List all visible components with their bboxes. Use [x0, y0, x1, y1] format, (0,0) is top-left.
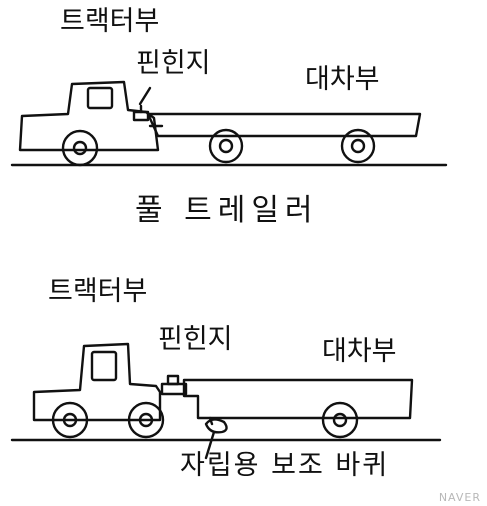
- support-wheel: [204, 418, 228, 434]
- trailer-rear-wheel: [340, 128, 376, 164]
- trailer-bed: [182, 378, 414, 420]
- tractor-front-wheel: [51, 401, 89, 439]
- trailer-front-wheel: [208, 128, 244, 164]
- pin-hinge-label: 핀힌지: [158, 324, 233, 355]
- pin-hinge-label: 핀힌지: [136, 48, 211, 79]
- figure-caption: 풀 트레일러: [135, 193, 319, 228]
- pin-hinge-post: [166, 374, 180, 386]
- watermark: NAVER: [438, 491, 481, 504]
- tractor-label: 트랙터부: [48, 276, 148, 307]
- tractor-rear-wheel: [127, 401, 165, 439]
- tractor-front-wheel: [61, 129, 99, 167]
- support-leader: [204, 430, 216, 460]
- trailer-rear-wheel: [321, 401, 359, 439]
- tractor-window: [86, 86, 114, 110]
- tractor-window: [90, 350, 118, 382]
- hinge-leader: [138, 86, 152, 106]
- pin-hinge: [160, 382, 188, 396]
- support-wheel-label: 자립용 보조 바퀴: [180, 450, 390, 481]
- full-trailer-drawing: [10, 80, 448, 167]
- tractor-body: [32, 342, 162, 422]
- semi-trailer-drawing: [10, 342, 442, 460]
- trailer-label: 대차부: [322, 336, 397, 367]
- trailer-label: 대차부: [305, 64, 380, 95]
- tractor-label: 트랙터부: [60, 6, 160, 37]
- trailer-bed: [146, 112, 422, 138]
